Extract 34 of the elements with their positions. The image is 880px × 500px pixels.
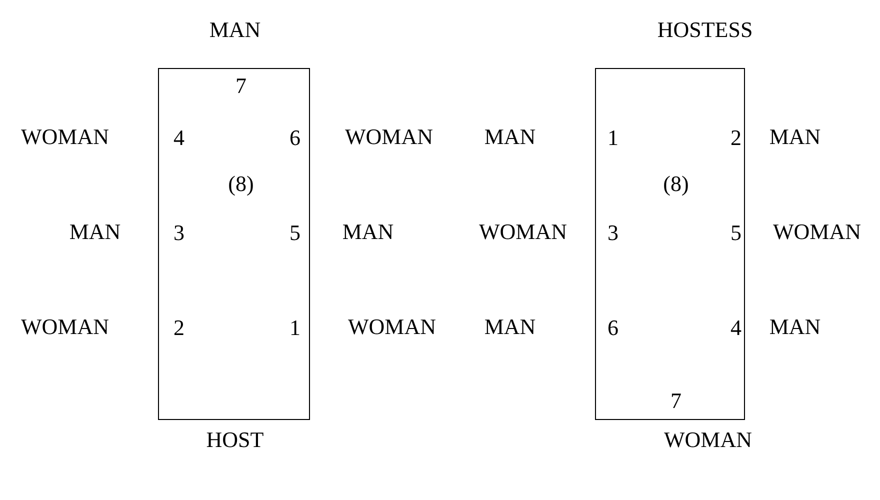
guest-label: WOMAN — [479, 221, 567, 243]
seat-number: 3 — [608, 222, 618, 244]
seat-number: 2 — [174, 317, 184, 339]
guest-label: WOMAN — [345, 126, 433, 148]
seat-number: 1 — [290, 317, 300, 339]
seat-number: (8) — [228, 173, 254, 195]
seat-number: 7 — [236, 75, 246, 97]
seat-number: 3 — [174, 222, 184, 244]
guest-label: WOMAN — [21, 126, 109, 148]
seat-number: 6 — [608, 317, 618, 339]
guest-label: WOMAN — [21, 316, 109, 338]
guest-label: MAN — [484, 126, 536, 148]
seat-number: 5 — [290, 222, 300, 244]
seat-number: 6 — [290, 127, 300, 149]
guest-label: WOMAN — [773, 221, 861, 243]
seat-number: (8) — [663, 173, 689, 195]
seat-number: 7 — [670, 390, 682, 412]
guest-label: WOMAN — [348, 316, 436, 338]
guest-label: MAN — [209, 19, 261, 41]
seat-number: 5 — [730, 222, 742, 244]
table-outline — [158, 68, 310, 420]
table-outline — [595, 68, 745, 420]
guest-label: MAN — [484, 316, 536, 338]
seat-number: 1 — [608, 127, 618, 149]
seat-number: 2 — [730, 127, 742, 149]
guest-label: HOSTESS — [657, 19, 753, 41]
guest-label: MAN — [769, 126, 821, 148]
guest-label: MAN — [69, 221, 121, 243]
guest-label: MAN — [769, 316, 821, 338]
guest-label: WOMAN — [664, 429, 752, 451]
guest-label: MAN — [342, 221, 394, 243]
seat-number: 4 — [730, 317, 742, 339]
seat-number: 4 — [174, 127, 184, 149]
guest-label: HOST — [206, 429, 264, 451]
